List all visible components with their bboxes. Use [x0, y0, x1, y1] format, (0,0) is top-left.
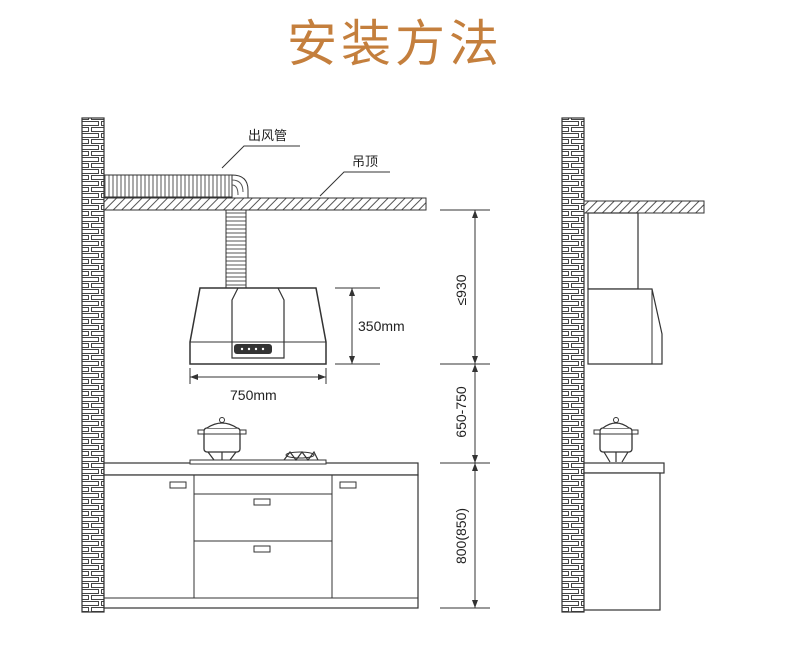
cabinet-handle	[339, 481, 357, 489]
range-hood-side	[587, 288, 663, 365]
page-title: 安装方法	[287, 15, 503, 73]
hood-to-stove-label: 650-750	[453, 386, 469, 438]
top-gap-label: ≤930	[453, 274, 469, 305]
pot-icon	[593, 417, 639, 463]
hood-height-dimension	[335, 287, 380, 365]
exhaust-duct-elbow	[225, 174, 249, 199]
ceiling-leader	[319, 171, 390, 197]
cabinet-side	[583, 472, 661, 611]
ceiling-label: 吊顶	[352, 155, 378, 170]
countertop-side	[583, 462, 665, 474]
cabinet	[103, 474, 419, 609]
burner-icon	[283, 450, 319, 461]
counter-height-label: 800(850)	[453, 508, 469, 564]
vertical-dimension-chain	[440, 209, 490, 609]
duct-leader	[221, 145, 300, 169]
hood-width-label: 750mm	[230, 387, 277, 403]
hood-control-panel	[234, 344, 272, 354]
hood-width-dimension	[189, 368, 327, 384]
brick-wall-right	[561, 117, 585, 613]
brick-wall-left	[81, 117, 105, 613]
exhaust-duct-vertical	[225, 209, 247, 289]
range-hood	[189, 287, 327, 365]
front-view: 出风管 吊顶 350mm 750mm	[81, 117, 490, 613]
hood-chimney-side	[587, 212, 639, 290]
exhaust-duct-horizontal	[103, 174, 233, 198]
countertop	[103, 462, 419, 476]
duct-label: 出风管	[248, 129, 287, 144]
cooktop	[189, 459, 327, 465]
ceiling-slab	[103, 197, 427, 211]
pot-icon	[197, 417, 247, 461]
drawer-handle	[253, 498, 271, 506]
cabinet-handle	[169, 481, 187, 489]
ceiling-slab-side	[583, 200, 705, 214]
side-view	[561, 117, 705, 613]
drawer-handle	[253, 545, 271, 553]
hood-height-label: 350mm	[358, 318, 405, 334]
